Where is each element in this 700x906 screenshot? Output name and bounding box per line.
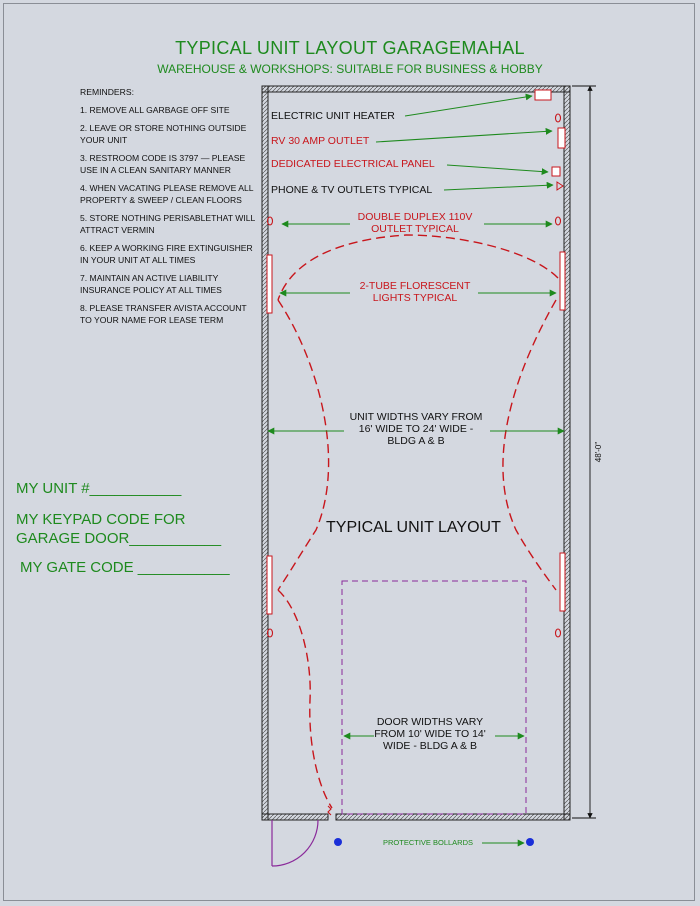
reminders-heading: REMINDERS: — [80, 87, 134, 97]
panel-label: DEDICATED ELECTRICAL PANEL — [271, 158, 435, 170]
man-door-swing — [271, 819, 319, 867]
duplex-outlet-label-line: OUTLET TYPICAL — [371, 223, 459, 235]
reminder-item: 6. KEEP A WORKING FIRE EXTINGUISHER IN Y… — [80, 243, 253, 265]
door-width-label-line: DOOR WIDTHS VARY — [376, 716, 484, 728]
lights-label: 2-TUBE FLORESCENT LIGHTS TYPICAL — [340, 280, 490, 304]
dimension-line — [572, 85, 596, 819]
my-unit-field[interactable]: MY UNIT #___________ — [16, 480, 182, 497]
reminders-list: REMINDERS: 1. REMOVE ALL GARBAGE OFF SIT… — [80, 86, 260, 332]
light-fixture-icon — [266, 251, 566, 615]
unit-width-label-line: UNIT WIDTHS VARY FROM — [349, 411, 483, 423]
bollard-icon — [334, 838, 342, 846]
outlet-icon — [266, 113, 562, 816]
lights-label-line: 2-TUBE FLORESCENT — [359, 280, 471, 292]
layout-heading: TYPICAL UNIT LAYOUT — [326, 519, 501, 536]
garage-door-outline — [341, 580, 527, 815]
unit-width-label: UNIT WIDTHS VARY FROM 16' WIDE TO 24' WI… — [336, 411, 496, 447]
heater-label: ELECTRIC UNIT HEATER — [271, 110, 395, 122]
heater-icon — [534, 89, 552, 101]
unit-width-label-line: 16' WIDE TO 24' WIDE - — [358, 423, 474, 435]
page-frame — [3, 3, 695, 901]
page-title: TYPICAL UNIT LAYOUT GARAGEMAHAL — [175, 38, 525, 58]
door-width-label-line: FROM 10' WIDE TO 14' — [374, 728, 486, 740]
unit-width-label-line: BLDG A & B — [387, 435, 445, 447]
door-width-label: DOOR WIDTHS VARY FROM 10' WIDE TO 14' WI… — [360, 716, 500, 752]
duplex-outlet-label: DOUBLE DUPLEX 110V OUTLET TYPICAL — [340, 211, 490, 235]
gate-code-field[interactable]: MY GATE CODE ___________ — [20, 559, 230, 576]
phone-tv-outlet-icon — [556, 181, 564, 191]
keypad-code-label: MY KEYPAD CODE FOR — [16, 511, 186, 528]
lighting-curves — [277, 234, 559, 809]
reminder-item: 7. MAINTAIN AN ACTIVE LIABILITY INSURANC… — [80, 273, 222, 295]
keypad-code-field[interactable]: GARAGE DOOR___________ — [16, 530, 222, 547]
rv-outlet-icon — [557, 127, 566, 149]
callout-arrows — [375, 93, 554, 191]
reminder-item: 4. WHEN VACATING PLEASE REMOVE ALL PROPE… — [80, 183, 254, 205]
unit-walls — [261, 85, 571, 821]
duplex-outlet-label-line: DOUBLE DUPLEX 110V — [357, 211, 473, 223]
reminder-item: 1. REMOVE ALL GARBAGE OFF SITE — [80, 105, 230, 115]
reminder-item: 3. RESTROOM CODE IS 3797 — PLEASE USE IN… — [80, 153, 246, 175]
dimension-label: 48'-0" — [594, 442, 603, 463]
door-width-label-line: WIDE - BLDG A & B — [383, 740, 477, 752]
reminder-item: 2. LEAVE OR STORE NOTHING OUTSIDE YOUR U… — [80, 123, 247, 145]
rv-outlet-label: RV 30 AMP OUTLET — [271, 135, 370, 147]
span-arrows — [267, 220, 565, 847]
bollard-icon — [526, 838, 534, 846]
phone-tv-label: PHONE & TV OUTLETS TYPICAL — [271, 184, 433, 196]
reminder-item: 5. STORE NOTHING PERISABLETHAT WILL ATTR… — [80, 213, 255, 235]
electrical-panel-icon — [551, 166, 561, 177]
lights-label-line: LIGHTS TYPICAL — [372, 292, 458, 304]
bollards-label: PROTECTIVE BOLLARDS — [383, 838, 474, 847]
page-subtitle: WAREHOUSE & WORKSHOPS: SUITABLE FOR BUSI… — [157, 62, 543, 76]
reminder-item: 8. PLEASE TRANSFER AVISTA ACCOUNT TO YOU… — [80, 303, 247, 325]
